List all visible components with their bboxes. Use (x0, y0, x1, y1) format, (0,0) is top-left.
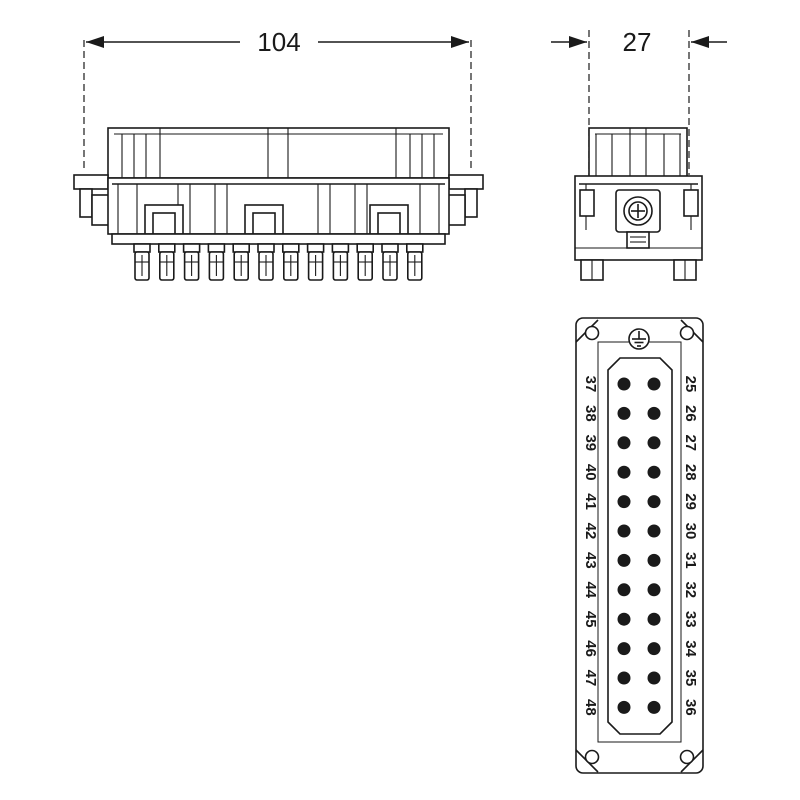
pin-number-label: 48 (582, 699, 599, 716)
front-terminal (281, 243, 300, 281)
pin-number-label: 32 (682, 581, 699, 598)
pin-number-label: 43 (582, 552, 599, 569)
pin-number-label: 46 (582, 640, 599, 657)
front-terminal (158, 243, 176, 281)
pin-number-label: 39 (582, 434, 599, 451)
contact-pin (647, 700, 661, 714)
pin-number-label: 42 (582, 523, 599, 540)
contact-pin (647, 524, 661, 538)
front-terminal (257, 243, 275, 281)
contact-pin (617, 671, 631, 685)
contact-pin (647, 612, 661, 626)
pin-number-label: 34 (682, 640, 699, 657)
pin-number-label: 27 (682, 434, 699, 451)
pin-number-label: 44 (582, 581, 599, 598)
pin-number-label: 28 (682, 464, 699, 481)
pin-number-label: 38 (582, 405, 599, 422)
contact-pin (617, 465, 631, 479)
mounting-hole-bottom-right (679, 749, 695, 765)
front-terminal (133, 243, 151, 281)
front-terminal (381, 243, 399, 281)
pin-number-label: 33 (682, 611, 699, 628)
pin-number-label: 36 (682, 699, 699, 716)
connector-contact-face: 37 38 39 40 41 42 43 44 45 46 47 48 25 26 27 28 29 30 31 3… (575, 317, 704, 774)
front-terminals (133, 243, 424, 281)
contact-pin (617, 553, 631, 567)
contact-pin (647, 642, 661, 656)
pin-number-label: 41 (582, 493, 599, 510)
mounting-hole-top-left (584, 325, 600, 341)
front-terminal (306, 243, 325, 281)
pin-number-label: 29 (682, 493, 699, 510)
dimension-depth: 27 (551, 27, 727, 175)
contact-pin (617, 406, 631, 420)
pin-number-label: 26 (682, 405, 699, 422)
mounting-holes (575, 319, 704, 773)
contact-pin (647, 583, 661, 597)
front-terminal (182, 243, 201, 281)
front-terminal (405, 243, 424, 281)
right-column-numbers: 25 26 27 28 29 30 31 32 33 34 35 36 (682, 376, 699, 716)
front-latch-windows (144, 204, 409, 235)
mounting-hole-bottom-left (584, 749, 600, 765)
contact-pin (647, 377, 661, 391)
contact-pin (617, 495, 631, 509)
pin-number-label: 35 (682, 670, 699, 687)
pin-number-label: 25 (682, 376, 699, 393)
pin-number-label: 45 (582, 611, 599, 628)
contact-pin (617, 377, 631, 391)
pin-number-label: 47 (582, 670, 599, 687)
contact-pin (647, 436, 661, 450)
contact-pin (647, 465, 661, 479)
pin-number-label: 31 (682, 552, 699, 569)
contact-pin (617, 612, 631, 626)
pin-number-label: 37 (582, 376, 599, 393)
front-terminal (232, 243, 250, 281)
front-body-slats (136, 184, 421, 234)
contact-pin (617, 583, 631, 597)
left-column-numbers: 37 38 39 40 41 42 43 44 45 46 47 48 (582, 376, 599, 716)
ground-screw (615, 189, 661, 249)
contact-pin (647, 553, 661, 567)
contact-pin (617, 700, 631, 714)
contact-pins (617, 377, 661, 714)
front-terminal (356, 243, 375, 281)
pin-number-label: 40 (582, 464, 599, 481)
dimension-depth-label: 27 (623, 27, 652, 57)
connector-side-view (574, 127, 703, 281)
contact-pin (647, 671, 661, 685)
mounting-hole-top-right (679, 325, 695, 341)
contact-pin (647, 406, 661, 420)
front-terminal (207, 243, 226, 281)
pin-number-label: 30 (682, 523, 699, 540)
contact-pin (617, 524, 631, 538)
connector-front-view (73, 127, 484, 281)
contact-pin (617, 642, 631, 656)
contact-pin (647, 495, 661, 509)
front-terminal (331, 243, 350, 281)
dimension-width-label: 104 (257, 27, 300, 57)
contact-pin (617, 436, 631, 450)
protective-earth-icon (628, 328, 650, 350)
dimension-width: 104 (83, 27, 472, 170)
